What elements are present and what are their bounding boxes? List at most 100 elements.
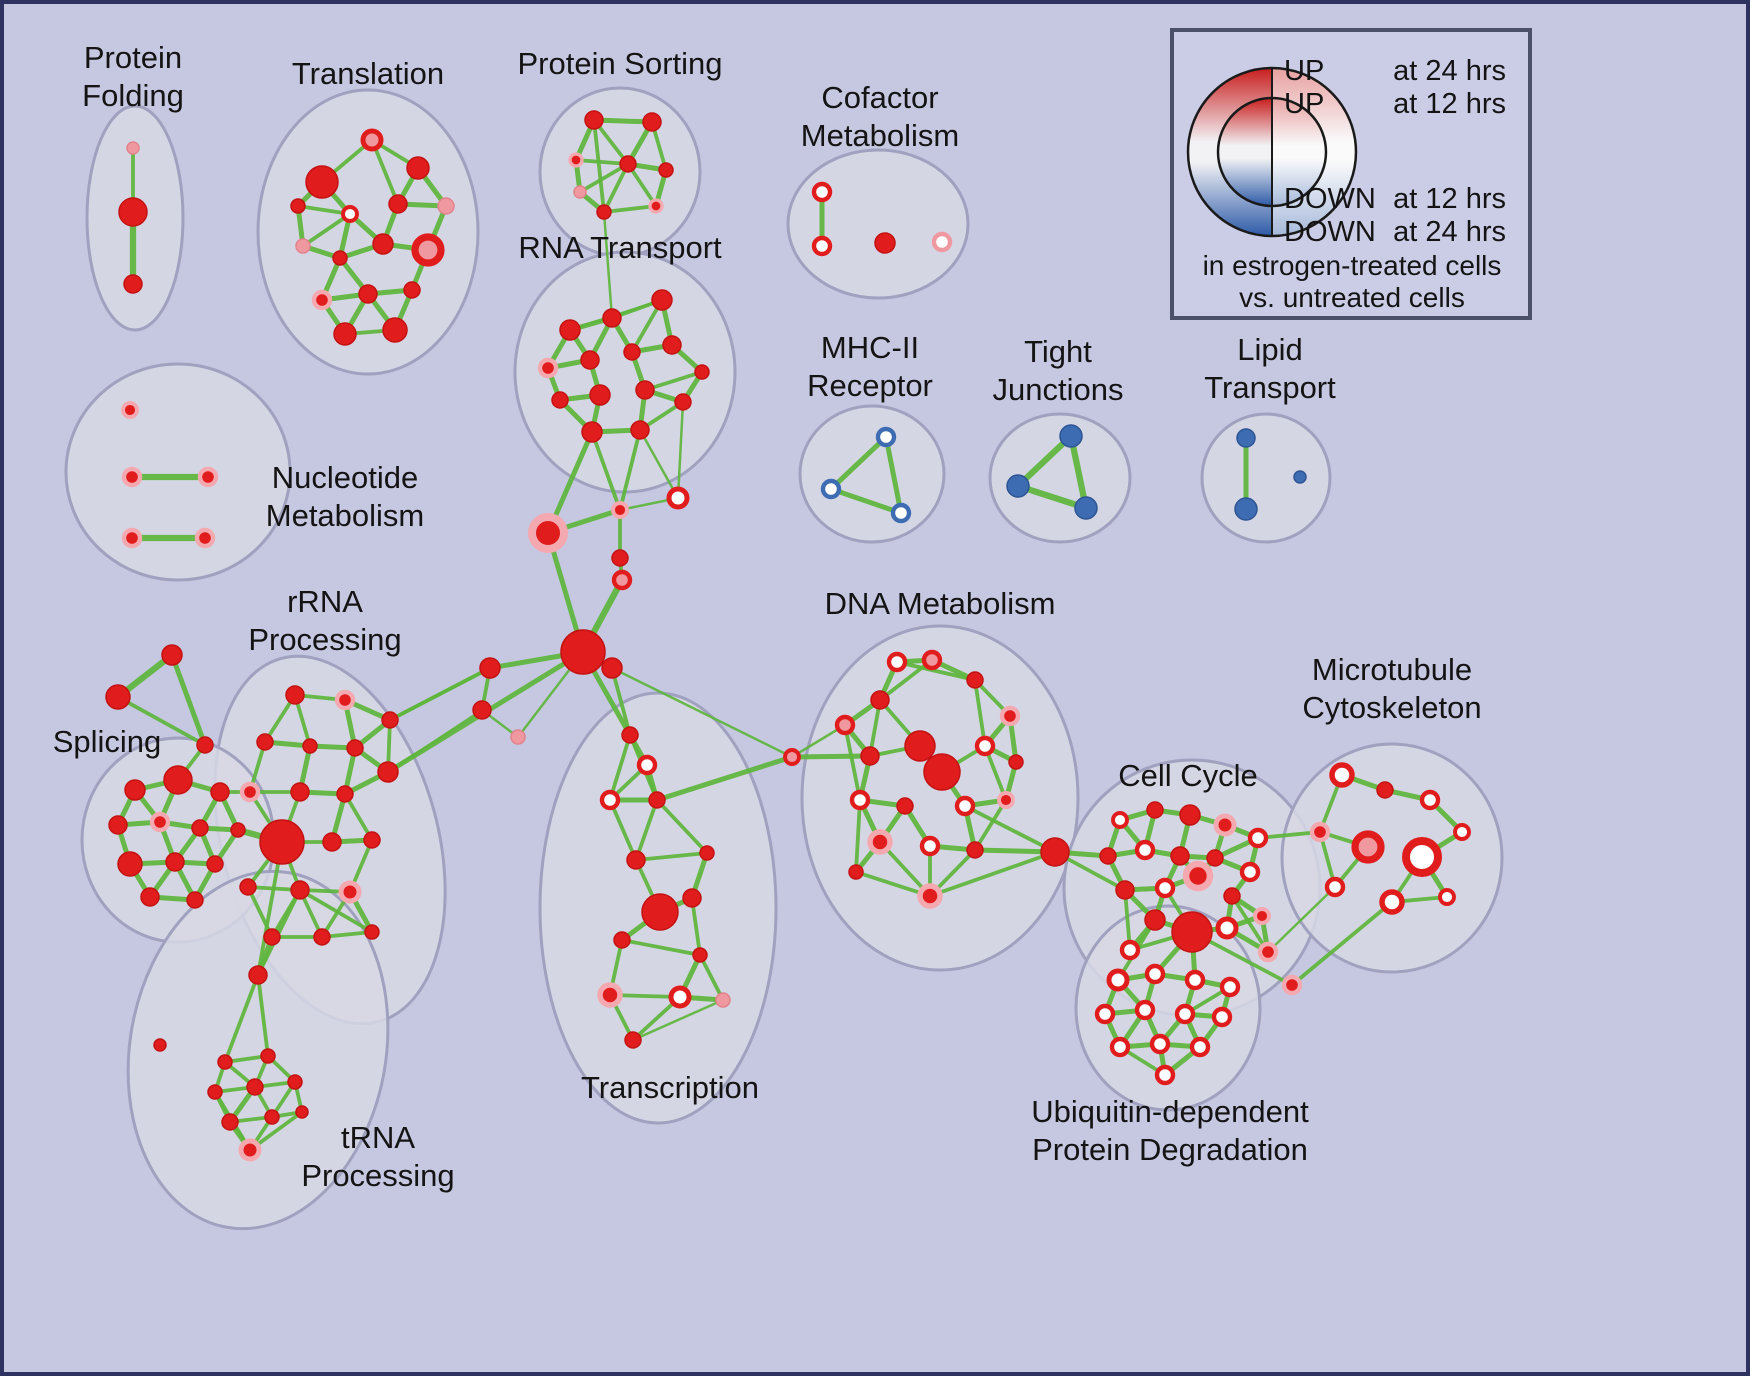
edge: [298, 888, 374, 934]
cluster-label-nucleotide-metabolism: Metabolism: [266, 498, 425, 533]
node-rna-transport: [602, 308, 622, 328]
node-mhc-ii-receptor: [875, 426, 897, 448]
node-splicing: [230, 822, 246, 838]
node-dna-metabolism: [848, 864, 864, 880]
node-cell-cycle: [1171, 911, 1213, 953]
node-tight-junctions: [1074, 496, 1098, 520]
cluster-label-translation: Translation: [292, 56, 444, 91]
edge: [638, 428, 680, 500]
node-transcription: [692, 947, 708, 963]
node-microtubule-cytoskeleton: [1419, 789, 1441, 811]
node-protein-sorting: [648, 198, 664, 214]
node-translation: [295, 238, 311, 254]
edge: [602, 162, 630, 214]
cluster-ellipse-ubiquitin-degradation: [1074, 904, 1262, 1112]
legend-row-time: at 24 hrs: [1393, 55, 1506, 87]
node-hub-chain: [601, 657, 623, 679]
node-rna-transport: [581, 421, 603, 443]
node-rrna-processing: [302, 738, 318, 754]
edge: [789, 753, 873, 760]
node-trna-processing: [221, 1113, 239, 1131]
edge: [602, 204, 658, 214]
node-dna-metabolism: [1008, 754, 1024, 770]
legend-row-label: DOWN: [1284, 216, 1376, 248]
node-splicing: [163, 765, 193, 795]
legend-caption-line: in estrogen-treated cells: [1203, 250, 1502, 281]
node-cell-cycle: [1253, 907, 1271, 925]
node-rna-transport: [662, 335, 682, 355]
node-transcription: [636, 754, 658, 776]
node-microtubule-cytoskeleton: [1379, 889, 1405, 915]
cluster-label-cofactor-metabolism: Cofactor: [821, 80, 938, 115]
node-microtubule-cytoskeleton: [1309, 821, 1331, 843]
node-trna-processing: [238, 1138, 262, 1162]
node-nucleotide-metabolism: [197, 466, 219, 488]
node-transcription: [668, 985, 692, 1009]
node-protein-folding: [118, 197, 148, 227]
node-rrna-processing: [338, 880, 362, 904]
node-rrna-processing: [239, 781, 261, 803]
legend-row-time: at 12 hrs: [1393, 88, 1506, 120]
cluster-label-microtubule-cytoskeleton: Cytoskeleton: [1302, 690, 1481, 725]
node-cofactor-metabolism: [811, 235, 833, 257]
node-microtubule-cytoskeleton: [1324, 876, 1346, 898]
edge: [370, 138, 400, 206]
edge: [790, 723, 847, 759]
cluster-label-trna-processing: Processing: [301, 1158, 454, 1193]
node-cell-cycle: [1206, 849, 1224, 867]
node-cell-cycle: [1119, 939, 1141, 961]
node-protein-sorting: [573, 185, 587, 199]
node-trna-processing: [264, 1109, 280, 1125]
node-transcription: [624, 1031, 642, 1049]
node-microtubule-cytoskeleton: [1402, 837, 1442, 877]
node-rna-transport: [623, 343, 641, 361]
edge: [973, 798, 1008, 852]
node-transcription: [599, 789, 621, 811]
edge: [676, 400, 685, 500]
node-trna-processing: [246, 1078, 264, 1096]
edge: [1230, 894, 1270, 954]
node-ubiquitin-degradation: [1134, 999, 1156, 1021]
node-dna-metabolism: [849, 789, 871, 811]
node-nucleotide-metabolism: [121, 527, 143, 549]
node-dna-metabolism: [870, 690, 890, 710]
node-dna-metabolism: [886, 651, 908, 673]
node-hub-chain: [611, 549, 629, 567]
edge: [963, 804, 1057, 854]
node-splicing: [186, 891, 204, 909]
node-rna-transport: [635, 380, 655, 400]
node-rrna-processing: [239, 878, 257, 896]
cluster-label-transcription: Transcription: [581, 1070, 759, 1105]
node-ubiquitin-degradation: [1189, 1036, 1211, 1058]
node-rna-transport: [580, 350, 600, 370]
node-splicing: [108, 815, 128, 835]
node-lipid-transport: [1293, 470, 1307, 484]
node-protein-sorting: [584, 110, 604, 130]
node-rrna-processing: [363, 831, 381, 849]
node-rna-transport: [651, 289, 673, 311]
node-protein-sorting: [596, 204, 612, 220]
node-translation: [341, 205, 359, 223]
edge: [631, 998, 725, 1042]
cluster-label-protein-folding: Folding: [82, 78, 184, 113]
node-nucleotide-metabolism: [121, 401, 139, 419]
cluster-label-rna-transport: RNA Transport: [518, 230, 722, 265]
node-translation: [305, 165, 339, 199]
cluster-label-ubiquitin-degradation: Ubiquitin-dependent: [1031, 1094, 1309, 1129]
edge: [343, 792, 374, 842]
node-dna-metabolism: [954, 795, 976, 817]
node-bridge-dna-transcription: [783, 748, 801, 766]
node-trna-processing: [153, 1038, 167, 1052]
edge: [928, 850, 1057, 898]
edge: [620, 938, 702, 957]
node-translation: [382, 317, 408, 343]
edge: [854, 798, 862, 874]
node-splicing: [191, 819, 209, 837]
node-rrna-processing: [290, 782, 310, 802]
node-dna-metabolism: [867, 829, 893, 855]
node-trna-processing: [207, 1084, 223, 1100]
